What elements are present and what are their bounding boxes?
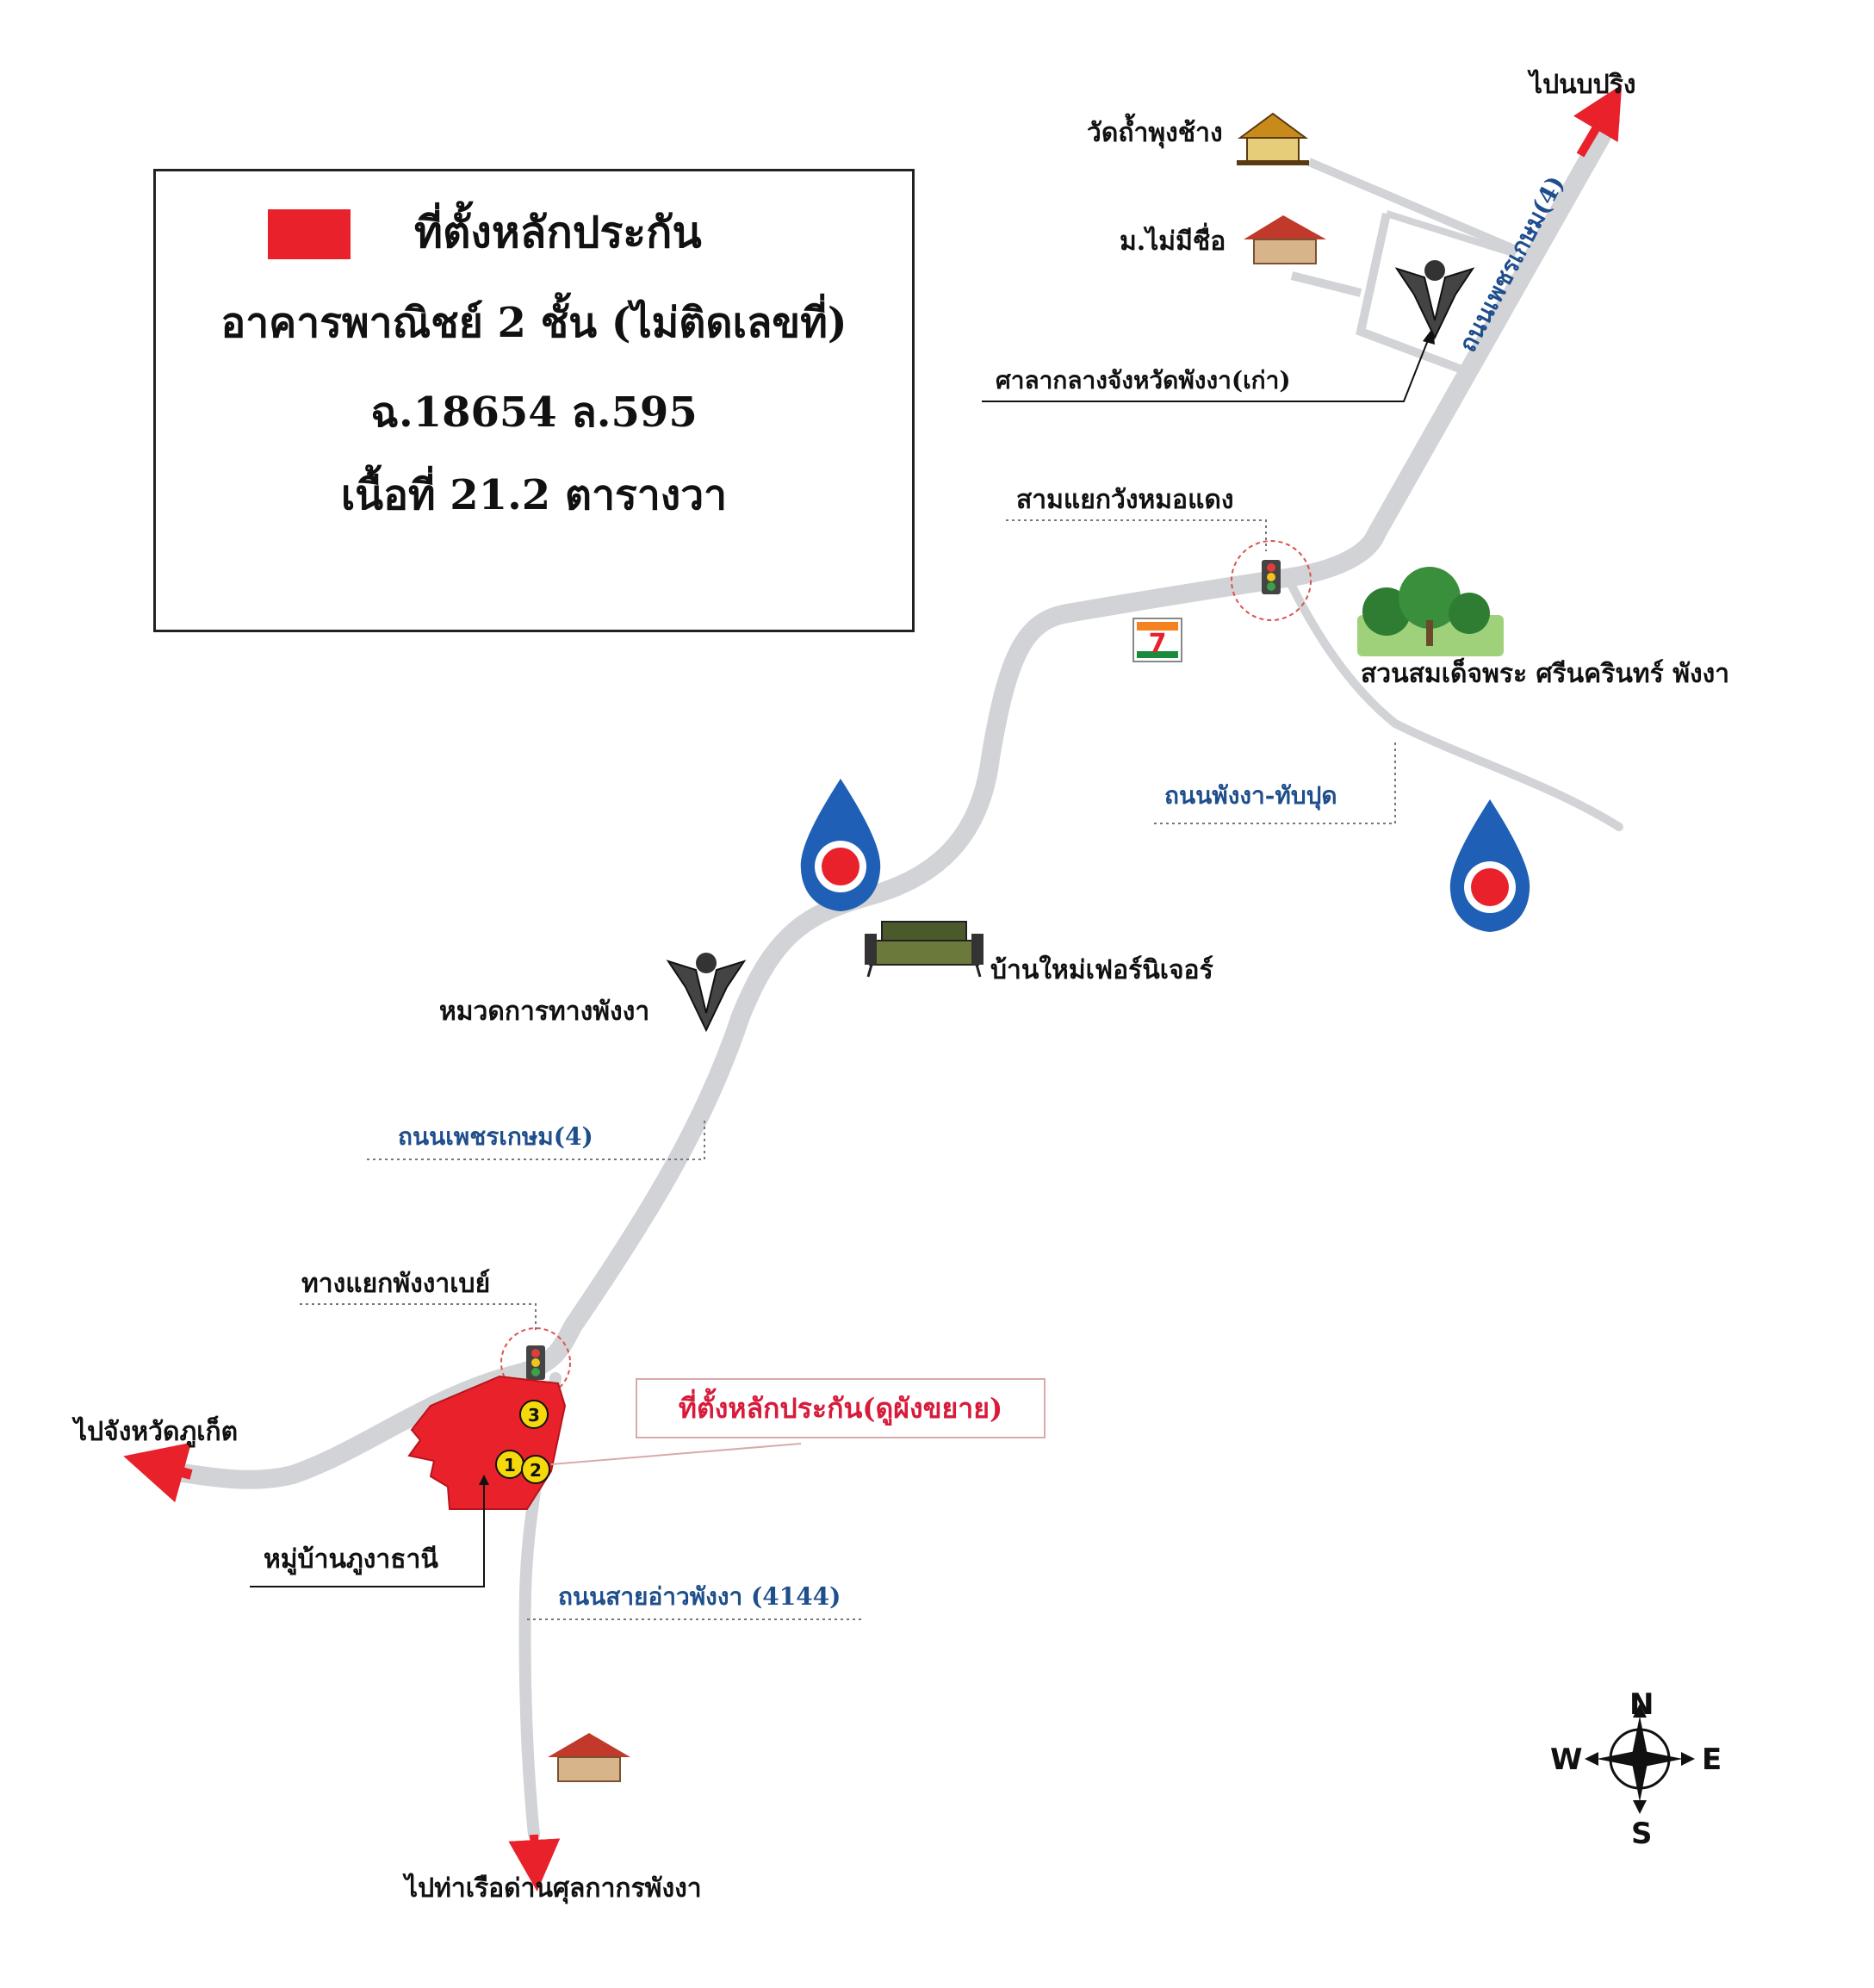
compass-w: W (1550, 1743, 1583, 1777)
label-road-phangnga-thap-put: ถนนพังงา-ทับปุด (1164, 781, 1337, 810)
label-to-customs-pier: ไปท่าเรือด่านศุลกากรพังงา (405, 1873, 702, 1904)
leader-old-city-hall (982, 335, 1430, 402)
leader-callout (550, 1443, 802, 1465)
road-phangnga-thap-put (1288, 581, 1623, 831)
label-wat: วัดถ้ำพุงช้าง (1087, 118, 1223, 148)
svg-text:7: 7 (1149, 629, 1167, 659)
legend-area: เนื้อที่ 21.2 ตารางวา (340, 471, 728, 519)
marker-1: 1 (504, 1455, 516, 1475)
legend-deed: ฉ.18654 ล.595 (370, 388, 698, 437)
label-village-unnamed: ม.ไม่มีชื่อ (1120, 227, 1226, 257)
compass-rose-icon (1585, 1704, 1695, 1814)
sofa-icon (865, 921, 984, 978)
seven-eleven-icon: 7 (1132, 618, 1182, 662)
collateral-callout: ที่ตั้งหลักประกัน(ดูผังขยาย) (636, 1378, 1046, 1438)
legend-swatch (268, 209, 351, 259)
label-to-bo-pring: ไปนบปริง (1530, 70, 1636, 100)
house-icon (1244, 215, 1326, 264)
ptt-gas-station-icon (800, 779, 881, 911)
garuda-emblem-icon (1394, 260, 1475, 340)
arrow-to-phuket (123, 1442, 193, 1503)
label-junction-wang-mo-daeng: สามแยกวังหมอแดง (1016, 485, 1234, 515)
compass-n: N (1629, 1687, 1654, 1722)
marker-group (495, 1400, 550, 1484)
label-junction-phangnga-bay: ทางแยกพังงาเบย์ (301, 1269, 491, 1299)
marker-2: 2 (530, 1460, 542, 1481)
local-road-village (1290, 271, 1362, 297)
legend-title: ที่ตั้งหลักประกัน (414, 207, 702, 258)
temple-icon (1237, 112, 1309, 165)
ptt-gas-station-icon-2 (1449, 799, 1530, 932)
legend-building: อาคารพาณิชย์ 2 ชั้น (ไม่ติดเลขที่) (220, 299, 847, 347)
dotted-leaders (300, 519, 1396, 1620)
label-village-phunga-thani: หมู่บ้านภูงาธานี (264, 1544, 438, 1575)
label-old-city-hall: ศาลากลางจังหวัดพังงา(เก่า) (996, 366, 1291, 394)
label-furniture-shop: บ้านใหม่เฟอร์นิเจอร์ (990, 955, 1213, 985)
compass-s: S (1631, 1817, 1653, 1851)
local-road-loop (1356, 212, 1466, 375)
house-icon-south (548, 1733, 630, 1782)
marker-3: 3 (528, 1405, 540, 1426)
road-phetkasem (163, 111, 1620, 1489)
label-road-ao-phangnga: ถนนสายอ่าวพังงา (4144) (558, 1582, 841, 1611)
label-to-phuket: ไปจังหวัดภูเก็ต (74, 1417, 239, 1447)
park-trees-icon (1357, 567, 1504, 656)
garuda-emblem-icon-2 (666, 953, 747, 1033)
label-park: สวนสมเด็จพระ ศรีนครินทร์ พังงา (1361, 659, 1730, 689)
arrow-to-customs-pier (508, 1834, 561, 1892)
local-road-wat (1307, 158, 1517, 254)
arrow-to-bo-pring (1573, 84, 1623, 158)
label-road-phetkasem-sw: ถนนเพชรเกษม(4) (398, 1122, 593, 1151)
local-road-hall (1385, 210, 1517, 258)
label-highway-district: หมวดการทางพังงา (439, 997, 650, 1027)
legend-box: ที่ตั้งหลักประกัน อาคารพาณิชย์ 2 ชั้น (ไ… (153, 169, 915, 632)
traffic-light-wang-mo-daeng (1231, 540, 1312, 621)
leader-village (250, 1480, 485, 1587)
compass-e: E (1702, 1743, 1722, 1777)
traffic-light-phangnga-bay (500, 1327, 571, 1398)
